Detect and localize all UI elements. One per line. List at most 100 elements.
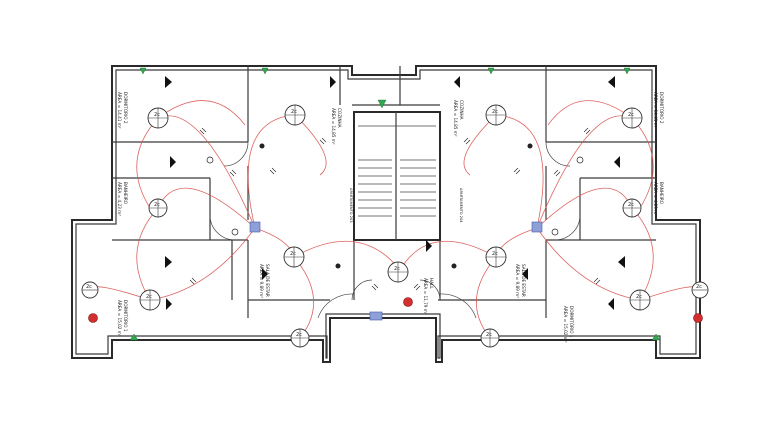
room-area-cozinha-right: ÁREA = 14,85 m²	[453, 100, 458, 137]
room-name-dorm1-left: DORMITÓRIO 1	[123, 300, 128, 332]
lamp-label: 2c	[86, 284, 92, 290]
apartment-label-left: APARTAMENTO 203	[349, 188, 353, 223]
sockets	[129, 67, 661, 341]
alarm-icon	[693, 313, 703, 323]
room-name-cozinha-left: COZINHA	[337, 108, 342, 128]
socket-icon	[608, 298, 614, 310]
room-name-cozinha-right: COZINHA	[459, 100, 464, 120]
lamp-label: 2c	[154, 112, 160, 118]
room-area-banheiro-left: ÁREA = 4,23 m²	[117, 182, 122, 216]
room-labels: DORMITÓRIO 2 ÁREA = 14,41 m² BANHEIRO ÁR…	[117, 92, 664, 343]
room-name-dorm2-right: DORMITÓRIO 2	[659, 92, 664, 124]
socket-icon	[618, 256, 625, 268]
panels	[249, 221, 543, 321]
door-arc-icon	[545, 141, 571, 167]
socket-icon	[651, 333, 661, 341]
socket-icon	[608, 76, 615, 88]
room-name-banheiro-left: BANHEIRO	[123, 182, 128, 205]
room-area-sala-left: ÁREA = 9,89 m²	[259, 264, 264, 298]
switch-icon	[259, 143, 265, 149]
panel-icon	[249, 221, 261, 233]
socket-icon	[261, 67, 269, 75]
doors	[209, 141, 581, 319]
lamp-label: 2c	[146, 294, 152, 300]
socket-icon	[623, 67, 631, 75]
switch-icon	[551, 228, 559, 236]
room-area-dorm1-left: ÁREA = 15,02 m²	[117, 300, 122, 337]
room-area-cozinha-left: ÁREA = 14,85 m²	[331, 108, 336, 145]
lamp-icon: 2c	[629, 289, 651, 311]
lamp-icon: 2c	[691, 281, 709, 299]
socket-icon	[487, 67, 495, 75]
lamp-label: 2c	[290, 251, 296, 257]
lamp-icon: 2c	[283, 246, 305, 268]
lamp-label: 2c	[628, 202, 634, 208]
socket-icon	[614, 156, 620, 168]
door-arc-icon	[351, 279, 373, 301]
alarm-icon	[88, 313, 98, 323]
room-area-dorm2-left: ÁREA = 14,41 m²	[117, 92, 122, 129]
lamps: 2c 2c 2c 2c 2c 2c 2c 2c 2c 2c 2c	[81, 104, 709, 348]
socket-icon	[262, 268, 268, 280]
lamp-icon: 2c	[148, 198, 168, 218]
wiring	[89, 100, 701, 339]
apartment-label-right: APARTAMENTO 204	[459, 188, 463, 223]
lamp-label: 2c	[696, 284, 702, 290]
room-name-dorm2-left: DORMITÓRIO 2	[123, 92, 128, 124]
lamp-label: 2c	[486, 332, 492, 338]
socket-icon	[165, 256, 172, 268]
socket-icon	[426, 240, 432, 252]
switch-icon	[451, 263, 457, 269]
room-name-sala-left: SALA DE ESTAR	[265, 264, 270, 297]
room-area-banheiro-right: ÁREA = 4,23 m²	[653, 182, 658, 216]
lamp-label: 2c	[492, 251, 498, 257]
alarms	[88, 297, 703, 323]
lamp-icon: 2c	[480, 328, 500, 348]
switch-icon	[527, 143, 533, 149]
lamp-icon: 2c	[485, 246, 507, 268]
socket-icon	[330, 76, 336, 88]
switch-icon	[206, 156, 214, 164]
door-arc-icon	[223, 141, 249, 167]
room-area-sala-right: ÁREA = 9,89 m²	[515, 264, 520, 298]
lamp-icon: 2c	[81, 281, 99, 299]
lamp-label: 2c	[628, 112, 634, 118]
room-name-dorm1-right: DORMITÓRIO 1	[569, 306, 574, 338]
panel-icon	[369, 311, 383, 321]
switches	[206, 143, 584, 269]
lamp-icon: 2c	[485, 104, 507, 126]
door-arc-icon	[419, 279, 441, 301]
room-name-sala-right: SALA DE ESTAR	[521, 264, 526, 297]
walls	[71, 65, 701, 363]
lamp-icon: 2c	[622, 198, 642, 218]
room-area-dorm2-right: ÁREA = 14,41 m²	[653, 92, 658, 129]
lamp-icon: 2c	[621, 107, 643, 129]
lamp-label: 2c	[636, 294, 642, 300]
socket-icon	[139, 67, 147, 75]
door-arc-icon	[317, 293, 355, 319]
socket-icon	[377, 99, 387, 109]
room-name-banheiro-right: BANHEIRO	[659, 182, 664, 205]
socket-icon	[522, 268, 528, 280]
panel-icon	[531, 221, 543, 233]
lamp-icon: 2c	[147, 107, 169, 129]
door-arc-icon	[554, 214, 581, 241]
door-arc-icon	[209, 214, 236, 241]
lamp-icon: 2c	[387, 261, 409, 283]
socket-icon	[454, 76, 460, 88]
alarm-icon	[403, 297, 413, 307]
lamp-icon: 2c	[290, 328, 310, 348]
socket-icon	[129, 333, 139, 341]
lamp-label: 2c	[492, 109, 498, 115]
switch-icon	[231, 228, 239, 236]
lamp-icon: 2c	[284, 104, 306, 126]
lamp-label: 2c	[154, 202, 160, 208]
room-area-hall: ÁREA = 11,79 m²	[423, 278, 428, 315]
door-arc-icon	[439, 293, 477, 319]
stairs	[358, 125, 436, 217]
socket-icon	[165, 76, 172, 88]
room-name-hall: HALL	[429, 278, 434, 289]
socket-icon	[166, 298, 172, 310]
switch-icon	[335, 263, 341, 269]
